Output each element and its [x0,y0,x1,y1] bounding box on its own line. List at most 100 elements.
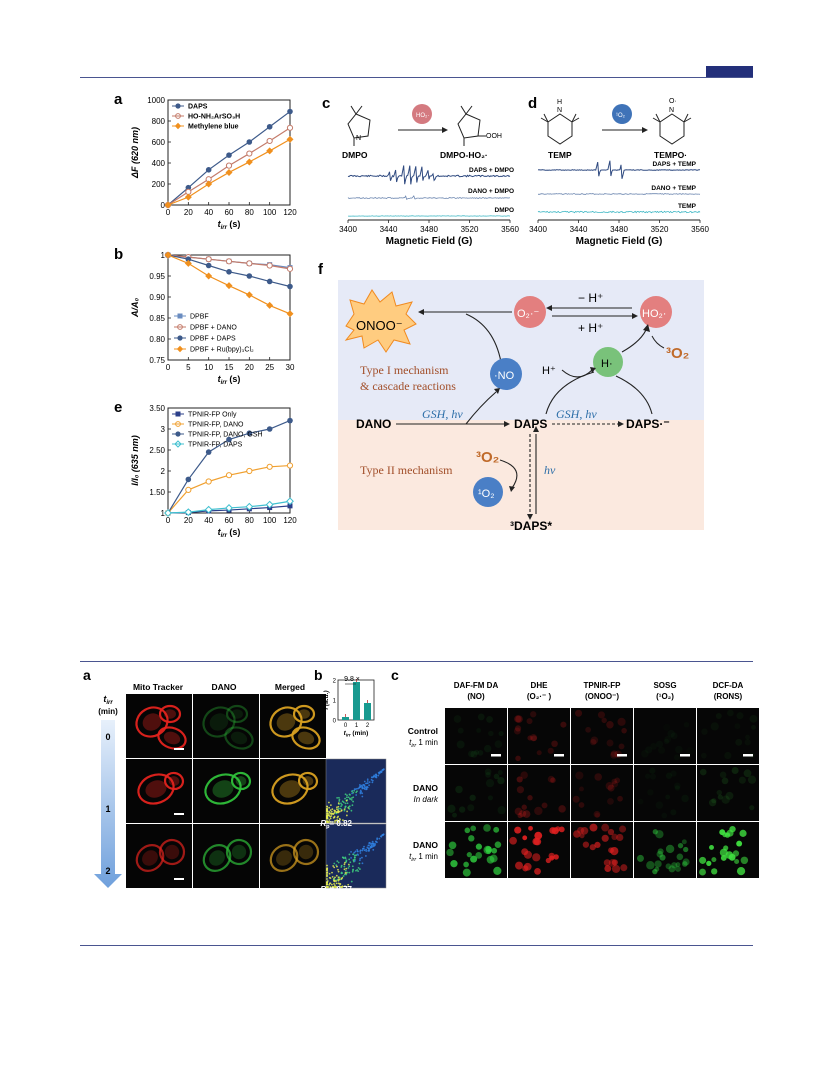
data-point [287,503,293,509]
coloc-point [344,857,347,860]
y-tick-label: 3.50 [149,404,165,413]
coloc-point [341,886,344,888]
header-tab [706,66,753,77]
cell-signal [673,782,681,790]
cell-signal [611,833,618,841]
cell-outline [158,838,186,866]
cell-signal [572,795,580,803]
svg-text:N: N [557,107,562,114]
cell-signal [601,823,610,832]
cell-signal [724,751,732,760]
cell-signal [497,776,505,785]
cell-signal [655,801,664,810]
coloc-point [347,883,350,886]
panel-letter-d: d [528,95,537,112]
coloc-point [374,775,377,778]
coloc-point [338,878,341,881]
micrograph-tile [697,765,759,821]
coloc-point [372,845,375,848]
svg-text:OOH: OOH [486,133,502,140]
data-point [225,258,233,265]
probe-header: SOSG [653,681,676,690]
coloc-point [333,866,336,869]
legend-label: HO-NH₂ArSO₃H [188,114,240,121]
coloc-point [355,787,358,790]
time-label-2: 2 [105,866,110,876]
cell-signal [731,766,739,774]
type2-label: Type II mechanism [360,463,453,477]
colocalization-plot-2 [325,823,387,889]
coloc-point [334,884,336,887]
onoo-burst-shape [344,289,417,353]
cell-signal [636,854,644,862]
plus-h-label: + H⁺ [578,321,603,335]
cell-signal [676,853,684,861]
coloc-point [328,883,331,886]
coloc-point [346,802,349,805]
cell-signal [516,786,525,794]
coloc-point [333,809,336,812]
coloc-point [365,848,368,851]
cell-body [209,850,225,866]
coloc-point [353,856,356,859]
coloc-point [339,883,342,885]
y-tick-label: 2 [333,679,337,685]
cell-signal [619,825,627,833]
cell-signal [706,860,712,867]
cell-signal [558,826,565,833]
coloc-point [343,873,346,876]
cell-signal [477,749,484,756]
coloc-point [363,785,366,788]
coloc-point [344,793,347,796]
x-tick-label: 20 [184,516,193,525]
panel-letter-a2: a [83,667,91,683]
coloc-point [350,850,352,853]
scale-bar [174,813,184,815]
cell-signal [470,750,478,758]
cell-signal [522,835,528,841]
epr-trace-daps-temp [537,160,701,179]
cell-signal [617,717,626,726]
cell-signal [459,806,466,813]
y-tick-label: 1000 [147,96,165,105]
x-axis-label: tirr (s) [218,374,241,386]
cell-signal [719,771,727,779]
data-point [184,193,192,201]
cell-signal [681,839,687,845]
trace-label-dmpo: DMPO [495,207,515,214]
cell-signal [455,785,463,794]
cell-signal [708,799,717,807]
coloc-point [366,778,369,781]
cell-signal [736,866,746,876]
coloc-point [356,850,359,853]
cell-signal [515,755,521,762]
cell-signal [453,715,462,723]
cell-signal [601,834,609,842]
coloc-point [336,819,338,822]
cell-signal [675,865,681,872]
coloc-point [351,804,354,807]
data-point [205,449,212,455]
figure-ros-probes: c DAF-FM DA(NO)DHE(O₂·⁻ )TPNIR-FP(ONOO⁻)… [391,667,759,878]
bar [364,703,371,720]
coloc-point [336,860,339,863]
coloc-point [333,880,336,883]
data-point [246,150,253,157]
coloc-point [344,869,347,872]
nitric-oxide-sphere [490,358,522,390]
cell-signal [594,812,601,818]
coloc-point [352,791,355,794]
y-tick-label: 0.95 [149,272,165,281]
data-point [225,504,233,512]
cell-signal [724,832,731,838]
coloc-point [367,844,370,847]
coloc-point [358,859,361,862]
cell-body [142,850,158,866]
coloc-point [350,799,353,801]
cell-signal [649,773,657,780]
coloc-point [347,796,350,799]
legend-label: Methylene blue [188,124,239,131]
cell-signal [553,854,559,860]
cell-signal [487,795,494,801]
